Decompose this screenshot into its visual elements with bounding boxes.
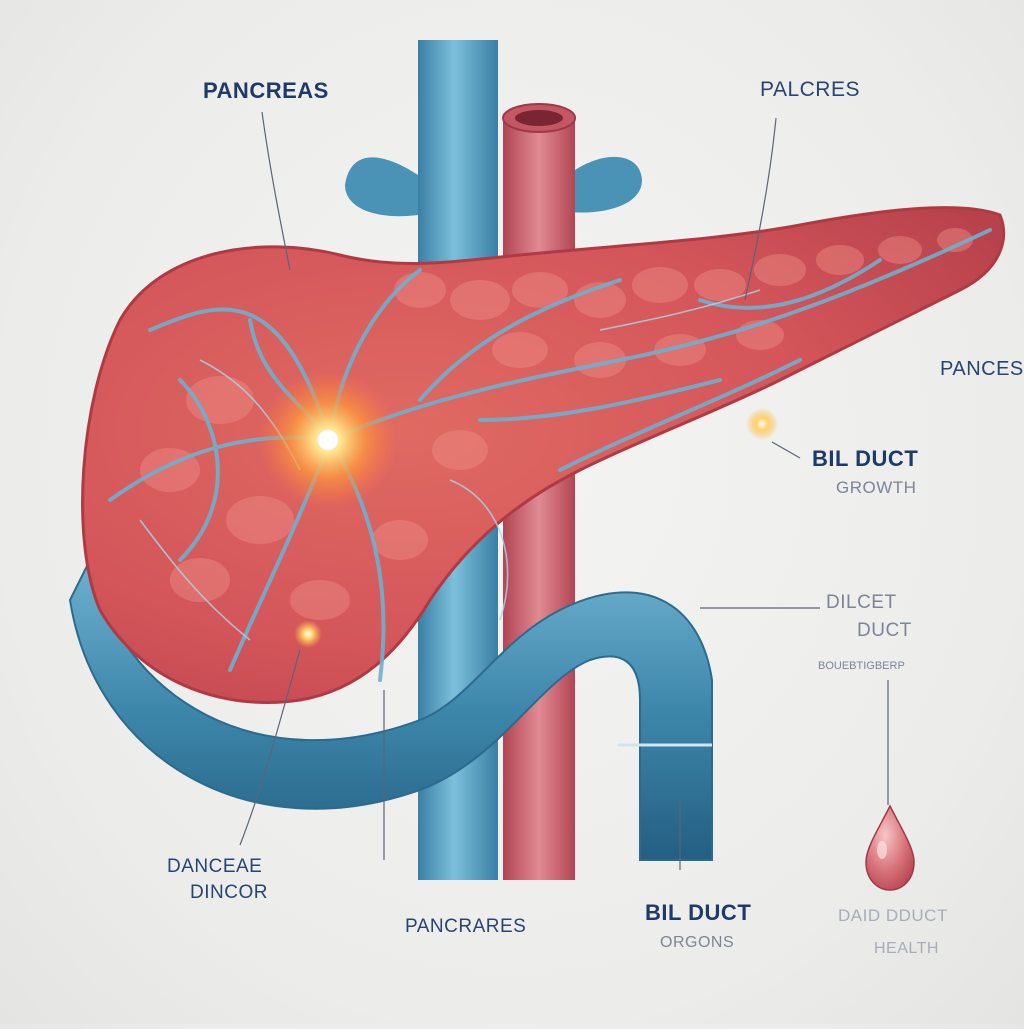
small-glow-right	[746, 408, 778, 440]
droplet-icon	[865, 804, 915, 891]
label-duct: DUCT	[857, 620, 912, 641]
tumor-glow	[258, 370, 398, 510]
leader-lines	[239, 111, 889, 870]
label-health: HEALTH	[874, 940, 939, 957]
label-bottom-center: PANCRARES	[405, 916, 527, 937]
small-glow-lower	[294, 620, 322, 648]
label-bottom-left-1: DANCEAE	[167, 856, 263, 877]
label-bottom-left-2: DINCOR	[190, 882, 268, 903]
label-dilcet-sub: BOUEBTIGBERP	[818, 660, 905, 672]
label-bile-duct: BIL DUCT	[812, 446, 919, 471]
label-top-right: PALCRES	[760, 78, 860, 101]
label-top-left: PANCREAS	[203, 78, 329, 103]
label-bottom-duct: BIL DUCT	[645, 900, 752, 925]
label-dilcet: DILCET	[826, 592, 897, 613]
label-bottom-right: DAID DDUCT	[838, 906, 948, 925]
curved-duct	[68, 557, 713, 861]
label-right-side: PANCES	[940, 358, 1024, 380]
pancreas-organ	[81, 206, 1006, 704]
label-organs: ORGONS	[660, 934, 735, 951]
label-growth: GROWTH	[836, 478, 917, 497]
